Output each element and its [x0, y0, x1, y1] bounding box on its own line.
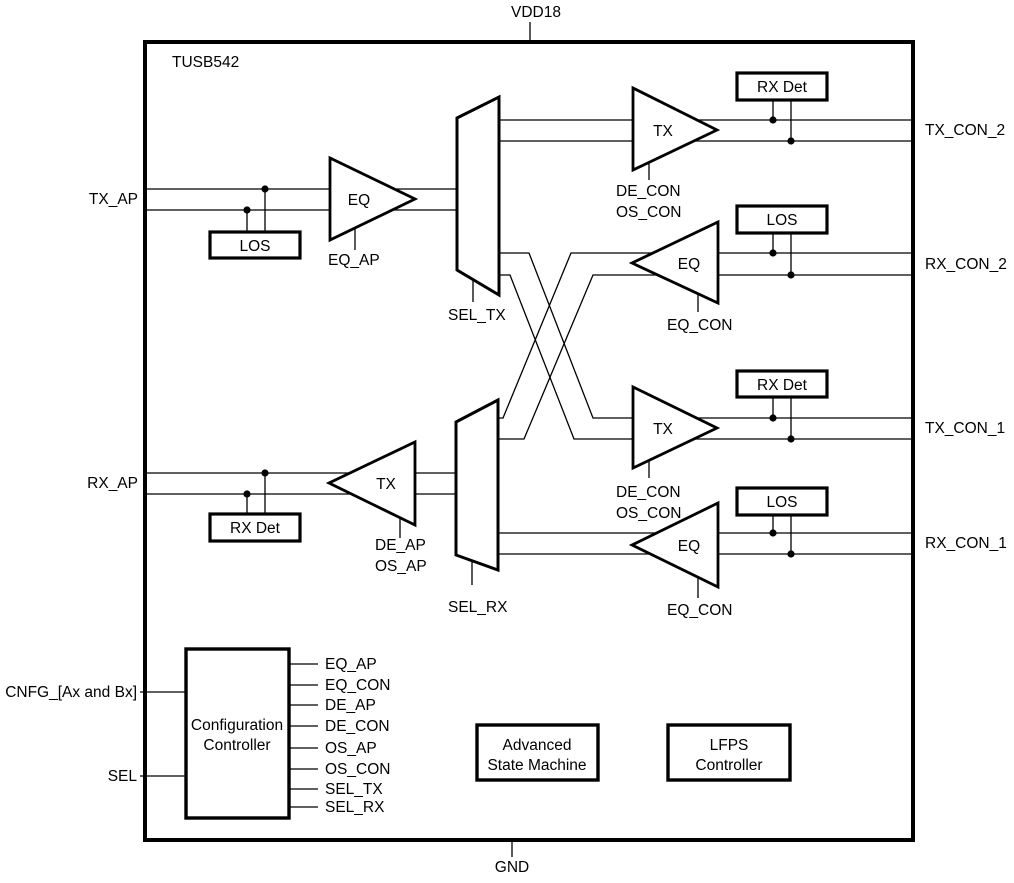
tx-amp-label-con2: TX: [653, 123, 673, 140]
rx-ap-pin-label: RX_AP: [87, 475, 138, 492]
junction-dot: [261, 469, 269, 477]
eq-con-control-label-bottom: EQ_CON: [667, 602, 732, 619]
eq-amp-label-con1: EQ: [678, 538, 700, 555]
rx-det-label-con1: RX Det: [757, 377, 808, 394]
tx-amp-label-rx-ap: TX: [376, 476, 396, 493]
config-output-stub-wires: [289, 663, 318, 808]
junction-dot: [769, 414, 777, 422]
chip-name-label: TUSB542: [172, 54, 239, 71]
sel-tx-mux-label: SEL_TX: [448, 307, 506, 324]
junction-dot: [787, 435, 795, 443]
rx-det-label-ap: RX Det: [230, 520, 281, 537]
eq-con-control-label-top: EQ_CON: [667, 317, 732, 334]
rx-det-label-con2: RX Det: [757, 79, 808, 96]
mux-sel-rx: [454, 397, 500, 573]
rx-det-block-con2: [735, 71, 829, 102]
eq-amp-label-ap: EQ: [348, 192, 370, 209]
junction-dot: [787, 550, 795, 558]
rx-con-1-pin-label: RX_CON_1: [925, 535, 1007, 552]
state-machine-label-line2: State Machine: [487, 757, 586, 774]
rx-det-block-con1: [735, 369, 829, 399]
eq-ap-control-label: EQ_AP: [328, 252, 380, 269]
junction-dot: [243, 206, 251, 214]
config-controller-label-line2: Controller: [203, 737, 270, 754]
los-block-ap: [208, 230, 302, 260]
junction-dots: [243, 116, 795, 558]
config-controller-block: [184, 647, 291, 820]
junction-dot: [769, 249, 777, 257]
config-output-label-sel-rx: SEL_RX: [325, 799, 385, 816]
tx-amp-label-con1: TX: [653, 421, 673, 438]
junction-dot: [787, 271, 795, 279]
state-machine-label-line1: Advanced: [503, 737, 572, 754]
eq-amp-con2: [628, 219, 720, 306]
sel-pin-label: SEL: [108, 768, 138, 785]
config-output-label-eq-ap: EQ_AP: [325, 656, 377, 673]
tx-con-2-pin-label: TX_CON_2: [925, 122, 1005, 139]
config-output-label-os-ap: OS_AP: [325, 740, 377, 757]
config-output-label-sel-tx: SEL_TX: [325, 781, 383, 798]
config-output-label-os-con: OS_CON: [325, 761, 390, 778]
rx-con-2-pin-label: RX_CON_2: [925, 256, 1007, 273]
config-output-label-de-ap: DE_AP: [325, 697, 376, 714]
los-block-con2: [735, 204, 829, 235]
los-block-con1: [735, 486, 829, 517]
config-controller-label-line1: Configuration: [191, 717, 283, 734]
control-stub-wires: [354, 163, 699, 598]
los-label-con2: LOS: [766, 212, 797, 229]
lfps-label-line1: LFPS: [710, 737, 749, 754]
tx-con-2-wires: [499, 119, 913, 142]
advanced-state-machine-block: [475, 723, 600, 782]
tx-amp-con1: [631, 384, 721, 471]
tx-con-1-crossover-wires: [499, 252, 913, 440]
tx-ap-wires: [145, 188, 457, 211]
lfps-label-line2: Controller: [695, 757, 762, 774]
de-ap-control-label: DE_AP: [375, 537, 426, 554]
de-con-control-label-bottom: DE_CON: [616, 484, 681, 501]
os-con-control-label-top: OS_CON: [616, 204, 681, 221]
los-label-con1: LOS: [766, 494, 797, 511]
junction-dot: [787, 137, 795, 145]
tx-ap-pin-label: TX_AP: [89, 191, 138, 208]
junction-dot: [243, 490, 251, 498]
eq-amp-tx-ap: [328, 155, 419, 243]
chip-outline: [143, 40, 915, 842]
tx-amp-con2: [631, 85, 721, 173]
config-output-label-de-con: DE_CON: [325, 718, 390, 735]
os-con-control-label-bottom: OS_CON: [616, 505, 681, 522]
de-con-control-label-top: DE_CON: [616, 183, 681, 200]
tx-amp-rx-ap: [325, 439, 417, 528]
vdd18-pin-label: VDD18: [511, 4, 561, 21]
junction-dot: [769, 116, 777, 124]
rx-det-block-ap: [208, 512, 302, 543]
eq-amp-label-con2: EQ: [678, 256, 700, 273]
cnfg-pin-label: CNFG_[Ax and Bx]: [5, 684, 137, 701]
eq-amp-con1: [628, 500, 720, 590]
los-ap-tap-wires: [246, 189, 266, 232]
junction-dot: [261, 185, 269, 193]
os-ap-control-label: OS_AP: [375, 558, 427, 575]
sel-rx-mux-label: SEL_RX: [448, 599, 508, 616]
junction-dot: [769, 529, 777, 537]
gnd-pin-label: GND: [495, 859, 529, 876]
tx-con-1-pin-label: TX_CON_1: [925, 420, 1005, 437]
mux-sel-tx: [455, 94, 501, 298]
lfps-controller-block: [666, 723, 792, 782]
rx-con-2-crossover-wires: [498, 252, 913, 440]
config-output-label-eq-con: EQ_CON: [325, 677, 390, 694]
los-label-ap: LOS: [239, 238, 270, 255]
